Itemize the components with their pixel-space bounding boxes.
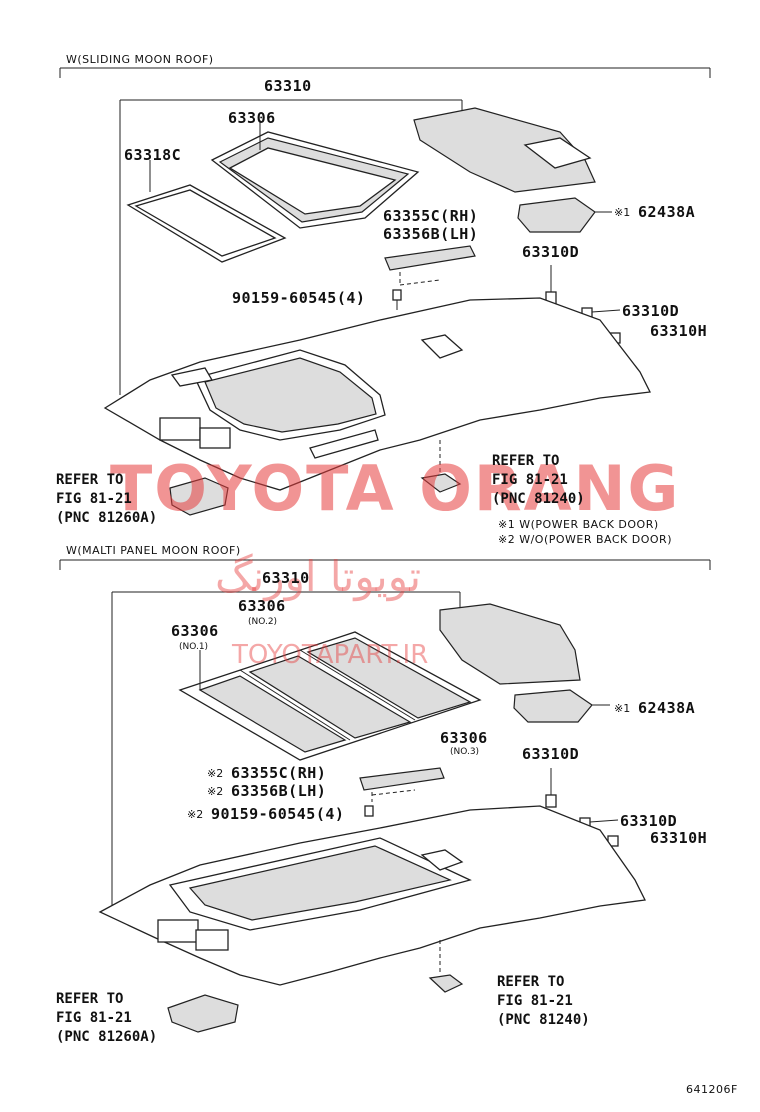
label-63306-no2: 63306 — [238, 597, 286, 615]
label-63356B-bottom: 63356B(LH) — [231, 782, 327, 800]
top-section-frame — [59, 67, 711, 395]
label-63310D-b-top: 63310D — [622, 302, 680, 320]
label-63306-no1-sub: (NO.1) — [179, 642, 209, 652]
label-63310H-bottom: 63310H — [650, 829, 708, 847]
rear-trim-bottom — [439, 603, 581, 685]
refer-right-bottom[interactable]: REFER TO FIG 81-21 (PNC 81240) — [497, 974, 590, 1028]
clip-62438A-bottom — [513, 689, 610, 723]
top-section-title: W(SLIDING MOON ROOF) — [66, 53, 214, 66]
label-90159-bottom: 90159-60545(4) — [211, 805, 345, 823]
bracket-63355C-top — [384, 245, 476, 286]
multi-panel-glass — [178, 631, 482, 761]
label-63310H-top: 63310H — [650, 322, 708, 340]
label-62438A-top: 62438A — [638, 203, 696, 221]
footer-code: 641206F — [686, 1083, 738, 1096]
bottom-section-title: W(MALTI PANEL MOON ROOF) — [66, 544, 241, 557]
lamps-bottom — [167, 940, 464, 1033]
refer-left-top[interactable]: REFER TO FIG 81-21 (PNC 81260A) — [56, 472, 158, 526]
mark-2-b: ※2 — [207, 785, 224, 798]
screw-top — [392, 289, 402, 310]
label-63310D-a-bottom: 63310D — [522, 745, 580, 763]
note-1: ※1 W(POWER BACK DOOR) — [498, 518, 659, 531]
rear-trim-top — [413, 107, 596, 193]
label-63306-top: 63306 — [228, 109, 276, 127]
label-63310D-b-bottom: 63310D — [620, 812, 678, 830]
label-63306-no3: 63306 — [440, 729, 488, 747]
label-63310D-a-top: 63310D — [522, 243, 580, 261]
bracket-bottom — [359, 767, 445, 817]
mark-1-top: ※1 — [614, 206, 631, 219]
headliner-top — [103, 297, 651, 491]
label-63310-bottom: 63310 — [262, 569, 310, 587]
sliding-roof-glass-top — [210, 120, 420, 229]
label-63355C-top: 63355C(RH) — [383, 207, 479, 225]
bottom-section-frame — [59, 559, 711, 905]
note-2: ※2 W/O(POWER BACK DOOR) — [498, 533, 672, 546]
label-63356B-top: 63356B(LH) — [383, 225, 479, 243]
label-63306-no3-sub: (NO.3) — [450, 747, 480, 757]
headliner-bottom — [98, 805, 646, 986]
label-63306-no1: 63306 — [171, 622, 219, 640]
label-62438A-bottom: 62438A — [638, 699, 696, 717]
mark-2-a: ※2 — [207, 767, 224, 780]
label-63310-top: 63310 — [264, 77, 312, 95]
label-90159-top: 90159-60545(4) — [232, 289, 366, 307]
refer-left-bottom[interactable]: REFER TO FIG 81-21 (PNC 81260A) — [56, 991, 158, 1045]
lamps-top — [169, 440, 462, 516]
label-63355C-bottom: 63355C(RH) — [231, 764, 327, 782]
mark-2-c: ※2 — [187, 808, 204, 821]
clip-62438A-top — [517, 197, 612, 233]
mark-1-bottom: ※1 — [614, 702, 631, 715]
label-63318C-top: 63318C — [124, 146, 182, 164]
label-63306-no2-sub: (NO.2) — [248, 617, 278, 627]
seal-top — [126, 160, 287, 263]
refer-right-top[interactable]: REFER TO FIG 81-21 (PNC 81240) — [492, 453, 585, 507]
